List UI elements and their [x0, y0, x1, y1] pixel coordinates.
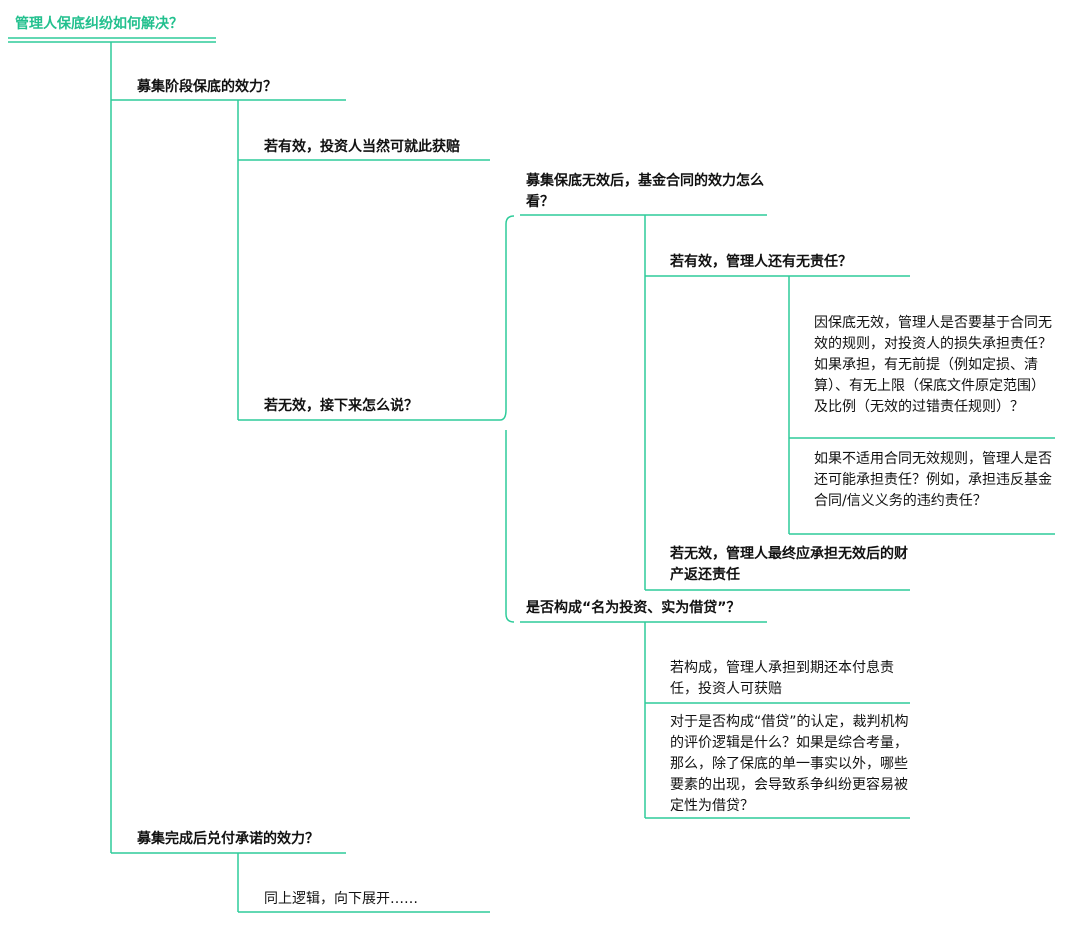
node-contract-invalid[interactable]: 若无效，管理人最终应承担无效后的财产返还责任 [670, 546, 908, 583]
node-loan-yes[interactable]: 若构成，管理人承担到期还本付息责任，投资人可获赔 [670, 660, 894, 697]
node-same-logic[interactable]: 同上逻辑，向下展开…… [264, 891, 418, 907]
brace [490, 215, 515, 623]
node-after-raise[interactable]: 募集完成后兑付承诺的效力？ [137, 831, 319, 847]
node-not-applicable[interactable]: 如果不适用合同无效规则，管理人是否还可能承担责任？例如，承担违反基金合同/信义义… [814, 451, 1052, 509]
node-if-invalid[interactable]: 若无效，接下来怎么说？ [264, 398, 418, 414]
node-loan-question[interactable]: 是否构成“名为投资、实为借贷”？ [526, 600, 741, 616]
node-invalid-rule[interactable]: 因保底无效，管理人是否要基于合同无效的规则，对投资人的损失承担责任？如果承担，有… [814, 315, 1052, 415]
node-raise-stage[interactable]: 募集阶段保底的效力？ [137, 79, 277, 95]
node-contract-valid[interactable]: 若有效，管理人还有无责任？ [670, 254, 852, 270]
node-if-valid[interactable]: 若有效，投资人当然可就此获赔 [264, 139, 460, 155]
node-loan-logic[interactable]: 对于是否构成“借贷”的认定，裁判机构的评价逻辑是什么？如果是综合考量，那么，除了… [670, 714, 909, 814]
root-node[interactable]: 管理人保底纠纷如何解决？ [15, 16, 183, 32]
node-fund-contract[interactable]: 募集保底无效后，基金合同的效力怎么看？ [526, 173, 764, 210]
